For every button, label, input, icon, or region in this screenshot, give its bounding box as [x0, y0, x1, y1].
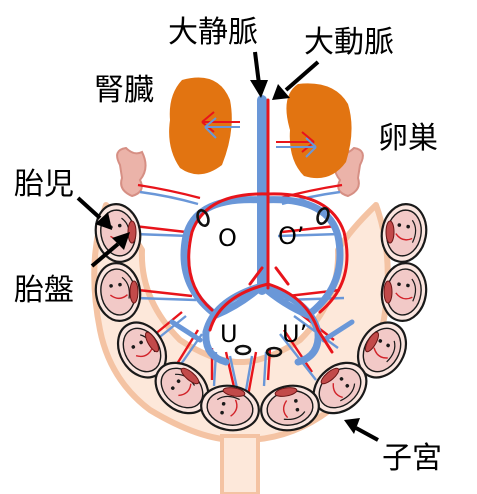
placenta: [128, 221, 136, 243]
label-fetus: 胎児: [14, 167, 74, 202]
label-placenta: 胎盤: [14, 273, 74, 308]
label-kidney: 腎臓: [94, 73, 154, 108]
kidney-left: [169, 78, 240, 175]
ligature-u-left: [236, 346, 250, 354]
label-o-right: O’: [278, 222, 305, 250]
arrow-uterus: [344, 418, 378, 440]
placenta: [386, 221, 394, 243]
label-u-left: U: [220, 320, 238, 348]
label-ovary: 卵巣: [378, 121, 438, 156]
label-aorta: 大動脈: [304, 25, 394, 60]
label-vena-cava: 大静脈: [168, 15, 258, 50]
ovary-left: [117, 148, 145, 196]
label-o-left: O: [218, 224, 237, 252]
arrow-vena-cava: [250, 52, 268, 98]
placenta: [130, 281, 138, 303]
label-u-right: U’: [282, 320, 307, 348]
placenta: [384, 281, 392, 303]
label-uterus: 子宮: [382, 441, 442, 476]
